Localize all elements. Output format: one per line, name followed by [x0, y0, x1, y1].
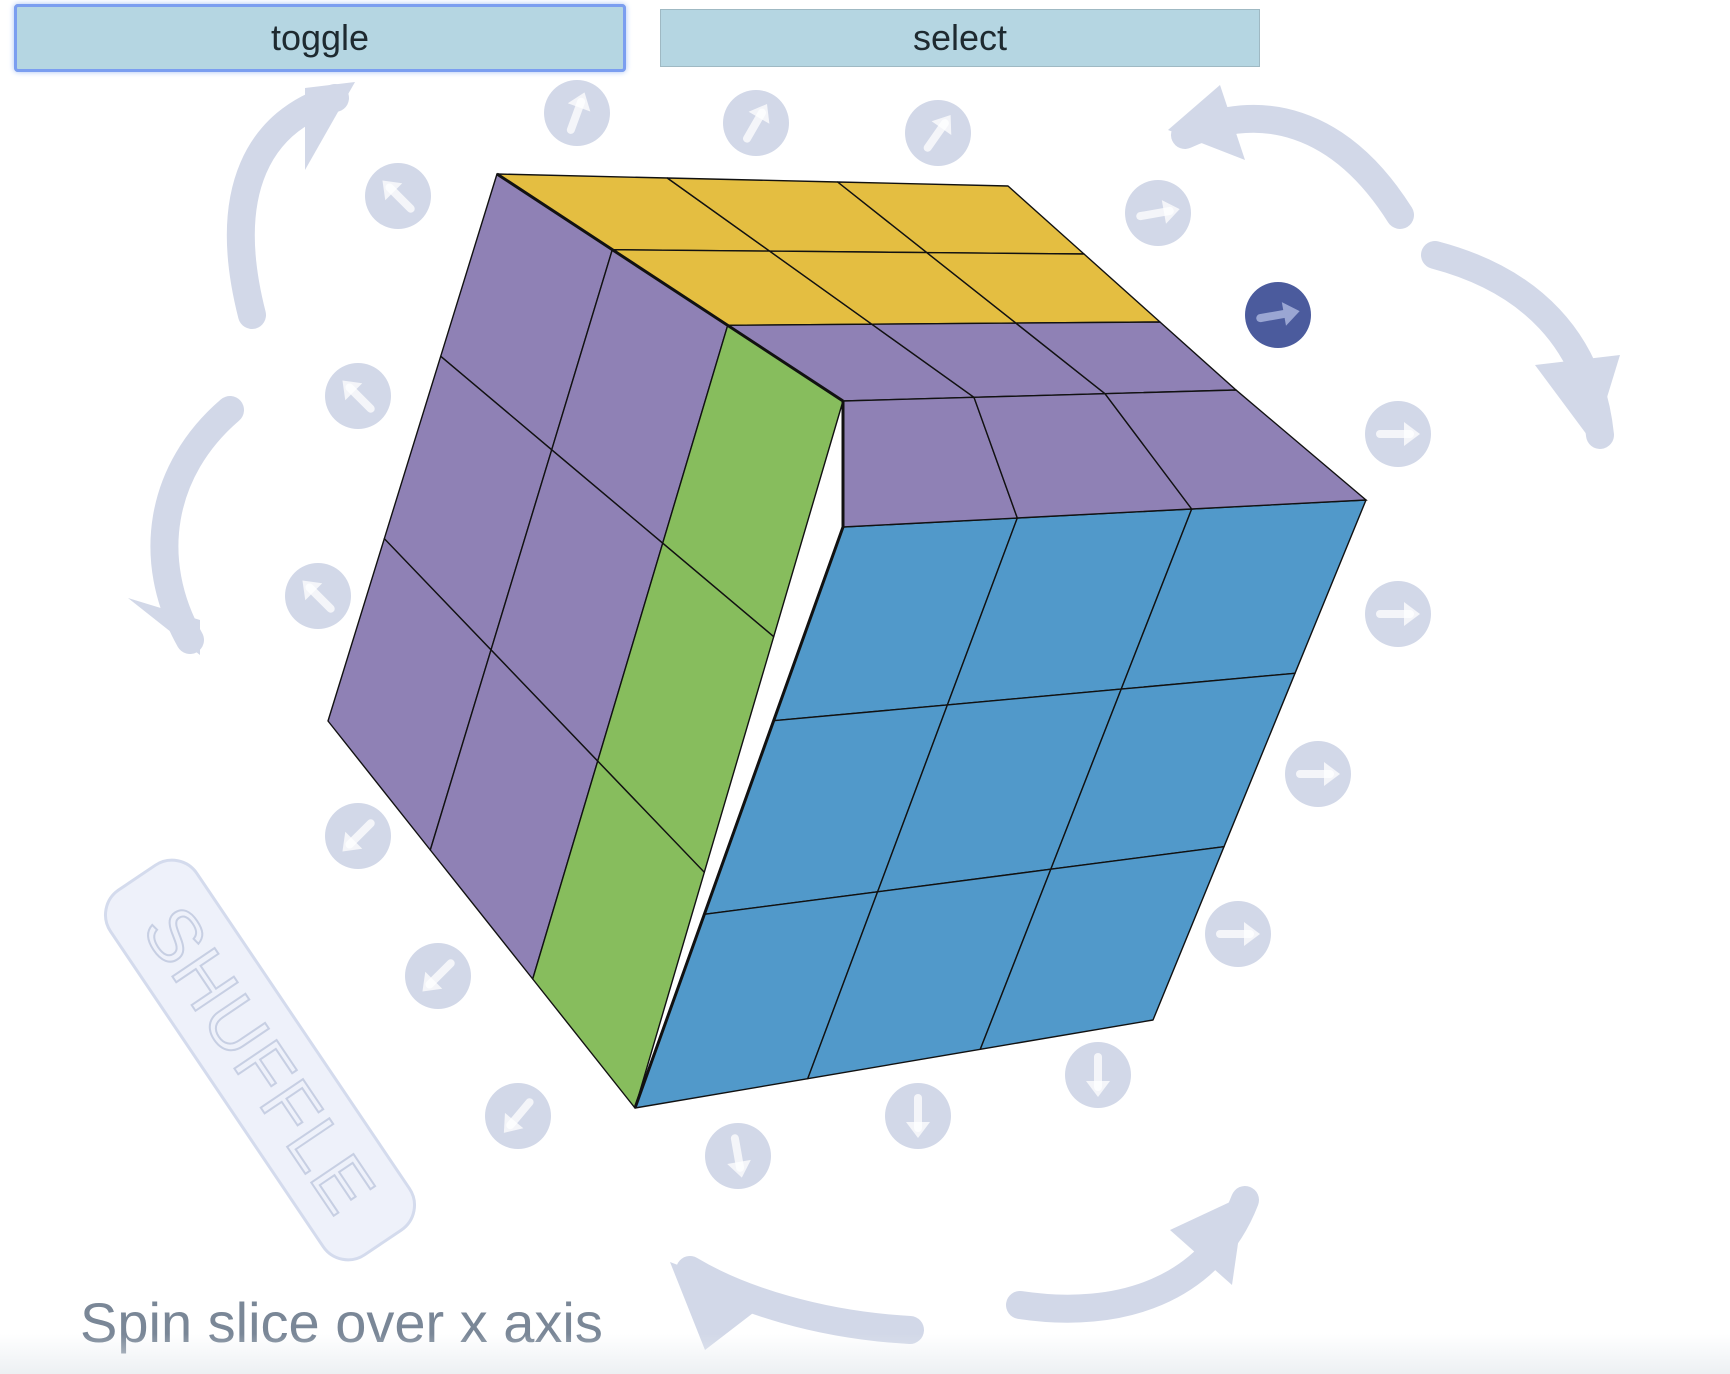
- slice-control-button[interactable]: [1245, 282, 1311, 348]
- arrow-icon: [906, 1094, 930, 1138]
- arrow-icon: [422, 959, 455, 992]
- rotate-arrow-head-icon: [670, 1262, 770, 1350]
- slice-control-button[interactable]: [365, 163, 431, 229]
- slice-control-button[interactable]: [325, 803, 391, 869]
- slice-control-button[interactable]: [723, 90, 789, 156]
- rotate-arrow-head-icon: [1170, 1195, 1245, 1285]
- slice-control-button[interactable]: [1285, 741, 1351, 807]
- slice-control-button[interactable]: [905, 100, 971, 166]
- slice-control-button[interactable]: [544, 80, 610, 146]
- toggle-button[interactable]: toggle: [14, 4, 626, 72]
- rotation-arrows: [128, 82, 1620, 1350]
- slice-control-button[interactable]: [485, 1083, 551, 1149]
- rotate-arrow-head-icon: [1535, 355, 1620, 443]
- shuffle-label: SHUFFLE: [127, 892, 392, 1230]
- arrow-icon: [1086, 1053, 1110, 1097]
- arrow-icon: [923, 114, 952, 152]
- arrow-icon: [503, 1098, 534, 1133]
- slice-control-button[interactable]: [285, 563, 351, 629]
- side-strip: [842, 389, 1368, 528]
- slice-control-button[interactable]: [1205, 901, 1271, 967]
- slice-control-button[interactable]: [405, 943, 471, 1009]
- arrow-icon: [1376, 422, 1420, 446]
- cube: [327, 172, 1368, 1109]
- slice-control-button[interactable]: [1125, 180, 1191, 246]
- rotate-arrow-icon[interactable]: [150, 396, 244, 654]
- rotate-arrow-head-icon: [1168, 85, 1245, 160]
- shuffle-button[interactable]: SHUFFLE: [94, 849, 426, 1272]
- arrow-icon: [743, 103, 770, 143]
- arrow-icon: [342, 819, 375, 852]
- rotate-arrow-head-icon: [305, 82, 355, 170]
- cube-edge: [496, 172, 844, 403]
- arrow-icon: [1136, 200, 1180, 224]
- side-strip-sticker[interactable]: [1103, 389, 1368, 510]
- select-button[interactable]: select: [660, 9, 1260, 67]
- slice-controls: [285, 80, 1431, 1189]
- slice-control-button[interactable]: [705, 1123, 771, 1189]
- arrow-icon: [382, 180, 415, 213]
- arrow-icon: [1256, 302, 1300, 326]
- arrow-icon: [302, 580, 335, 613]
- arrow-icon: [566, 92, 591, 134]
- slice-control-button[interactable]: [1065, 1042, 1131, 1108]
- arrow-icon: [1376, 602, 1420, 626]
- slice-control-button[interactable]: [325, 363, 391, 429]
- bottom-fade: [0, 1334, 1730, 1374]
- slice-control-button[interactable]: [885, 1083, 951, 1149]
- arrow-icon: [342, 380, 375, 413]
- arrow-icon: [1296, 762, 1340, 786]
- slice-control-button[interactable]: [1365, 401, 1431, 467]
- slice-control-button[interactable]: [1365, 581, 1431, 647]
- rotate-arrow-head-icon: [128, 598, 200, 655]
- cube-edge: [633, 526, 845, 1109]
- arrow-icon: [1216, 922, 1260, 946]
- front-face-sticker[interactable]: [979, 846, 1225, 1051]
- arrow-icon: [727, 1134, 751, 1178]
